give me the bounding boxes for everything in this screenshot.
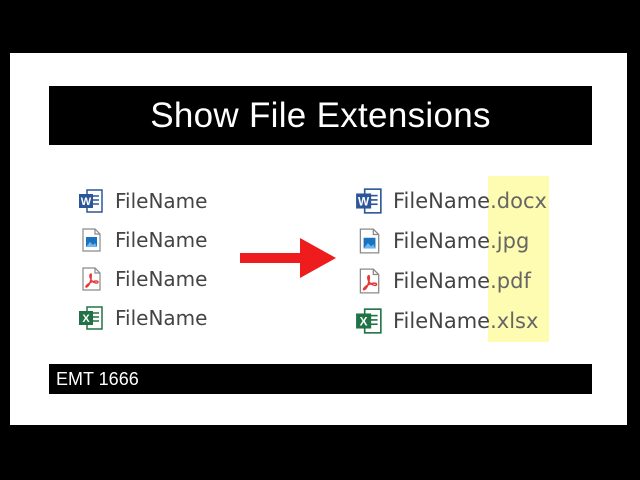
extension-highlight (488, 176, 549, 342)
file-name: FileName.docx (393, 189, 547, 213)
content-panel: Show File Extensions W FileName (10, 53, 627, 425)
file-extension: .docx (490, 189, 547, 213)
file-extension: .pdf (490, 269, 531, 293)
file-basename: FileName (393, 269, 491, 293)
file-basename: FileName (393, 189, 491, 213)
file-extension: .xlsx (490, 309, 539, 333)
excel-icon: X (355, 307, 383, 335)
file-name: FileName (115, 305, 208, 330)
svg-text:X: X (82, 313, 90, 325)
file-basename: FileName (393, 309, 491, 333)
file-item-word[interactable]: W FileName (78, 181, 207, 220)
file-item-image[interactable]: FileName (78, 220, 207, 259)
footer-banner: EMT 1666 (49, 364, 592, 394)
file-item-pdf[interactable]: FileName.pdf (355, 261, 547, 301)
svg-text:W: W (81, 196, 92, 208)
file-name: FileName (115, 227, 208, 252)
file-name: FileName.jpg (393, 229, 529, 253)
pdf-icon (78, 266, 104, 292)
file-name: FileName.xlsx (393, 309, 538, 333)
image-icon (78, 227, 104, 253)
word-icon: W (355, 187, 383, 215)
arrow-right-icon (240, 238, 336, 278)
file-list-with-extensions: W FileName.docx FileName.jpg (355, 181, 547, 341)
file-item-excel[interactable]: X FileName.xlsx (355, 301, 547, 341)
file-item-image[interactable]: FileName.jpg (355, 221, 547, 261)
footer-label: EMT 1666 (56, 368, 139, 389)
word-icon: W (78, 188, 104, 214)
file-extension: .jpg (490, 229, 530, 253)
image-icon (355, 227, 383, 255)
file-name: FileName (115, 266, 208, 291)
file-item-pdf[interactable]: FileName (78, 259, 207, 298)
pdf-icon (355, 267, 383, 295)
file-name: FileName.pdf (393, 269, 531, 293)
file-name: FileName (115, 188, 208, 213)
svg-text:X: X (360, 314, 368, 328)
file-list-without-extensions: W FileName FileName (78, 181, 207, 337)
page-title: Show File Extensions (150, 95, 491, 135)
excel-icon: X (78, 305, 104, 331)
svg-text:W: W (358, 194, 370, 208)
file-item-word[interactable]: W FileName.docx (355, 181, 547, 221)
file-basename: FileName (393, 229, 491, 253)
title-banner: Show File Extensions (49, 86, 592, 145)
file-item-excel[interactable]: X FileName (78, 298, 207, 337)
